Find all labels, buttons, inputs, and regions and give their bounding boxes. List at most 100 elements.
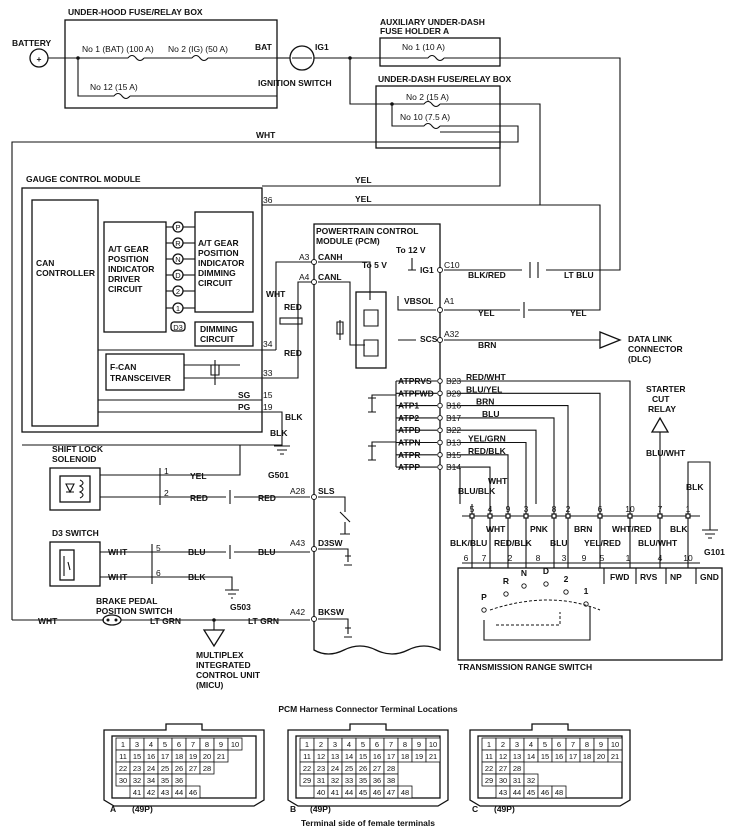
connector-pin: 5 xyxy=(361,740,365,749)
connector-pin: 22 xyxy=(303,764,311,773)
micu-label-3: CONTROL UNIT xyxy=(196,670,261,680)
connector-pin: 15 xyxy=(541,752,549,761)
connector-pin: 2 xyxy=(319,740,323,749)
micu-label-4: (MICU) xyxy=(196,680,224,690)
driver-label-1: A/T GEAR xyxy=(108,244,149,254)
connector-pin: 31 xyxy=(513,776,521,785)
connector-pin: 3 xyxy=(515,740,519,749)
trs-bottom-pin: 10 xyxy=(683,553,693,563)
battery: + BATTERY xyxy=(12,38,52,68)
fuse-ig-label: No 2 (IG) (50 A) xyxy=(168,44,228,54)
trs-contact-fwd: FWD xyxy=(610,572,629,582)
gear-lamp-label: P xyxy=(175,223,180,232)
trs-bottom-pin: 7 xyxy=(482,553,487,563)
wire-ltgrn-2: LT GRN xyxy=(248,616,279,626)
wire-yel-1: YEL xyxy=(355,175,372,185)
gcm-pin-33: 33 xyxy=(263,368,273,378)
g101-label: G101 xyxy=(704,547,725,557)
fuse-bat-label: No 1 (BAT) (100 A) xyxy=(82,44,154,54)
connector-pin: 48 xyxy=(401,788,409,797)
starter-label-2: CUT xyxy=(652,394,670,404)
pcm-label-2: MODULE (PCM) xyxy=(316,236,380,246)
connector-pin: 28 xyxy=(203,764,211,773)
wire-blk-g101: BLK xyxy=(686,482,704,492)
connector-pin: 24 xyxy=(331,764,339,773)
trs-gear-contact xyxy=(481,607,487,613)
connector-pin: 26 xyxy=(175,764,183,773)
under-hood-fuse-relay-box: UNDER-HOOD FUSE/RELAY BOX No 1 (BAT) (10… xyxy=(64,7,278,109)
pcm-module: POWERTRAIN CONTROL MODULE (PCM) A3 CANH … xyxy=(290,223,461,655)
dlc-label-2: CONNECTOR xyxy=(628,344,683,354)
connector-b-label: B xyxy=(290,804,296,814)
connector-pin: 27 xyxy=(499,764,507,773)
pcm-label-1: POWERTRAIN CONTROL xyxy=(316,226,418,236)
wire-wht-brake: WHT xyxy=(38,616,58,626)
brake-label-1: BRAKE PEDAL xyxy=(96,596,157,606)
shiftlock-pin-2: 2 xyxy=(164,488,169,498)
connector-pin: 17 xyxy=(161,752,169,761)
trs-gear-label: N xyxy=(521,568,527,578)
brake-pedal-position-switch: BRAKE PEDAL POSITION SWITCH WHT LT GRN L… xyxy=(12,596,310,626)
g503-label: G503 xyxy=(230,602,251,612)
starter-label-3: RELAY xyxy=(648,404,676,414)
atp-wire-label: BRN xyxy=(476,397,494,407)
connector-pin: 43 xyxy=(161,788,169,797)
micu: MULTIPLEX INTEGRATED CONTROL UNIT (MICU) xyxy=(196,620,261,690)
wire-wht-atp: WHT xyxy=(488,476,508,486)
data-link-connector: DATA LINK CONNECTOR (DLC) xyxy=(599,331,683,364)
connector-pin: 8 xyxy=(205,740,209,749)
connector-pin: 16 xyxy=(373,752,381,761)
wire-bluwht-relay: BLU/WHT xyxy=(646,448,686,458)
connector-pin: 19 xyxy=(189,752,197,761)
pcm-canh-label: CANH xyxy=(318,252,343,262)
pcm-d3sw-label: D3SW xyxy=(318,538,344,548)
atp-pin xyxy=(437,390,443,397)
connector-pin: 32 xyxy=(331,776,339,785)
micu-label-2: INTEGRATED xyxy=(196,660,251,670)
connector-pin: 19 xyxy=(415,752,423,761)
wire-yel-vbsol-2: YEL xyxy=(570,308,587,318)
g501-label: G501 xyxy=(268,470,289,480)
connector-pin: 18 xyxy=(175,752,183,761)
connector-pin: 6 xyxy=(557,740,561,749)
connector-pin: 7 xyxy=(389,740,393,749)
connector-pin: 36 xyxy=(373,776,381,785)
wire-blublk: BLU/BLK xyxy=(458,486,496,496)
connector-pin: 35 xyxy=(359,776,367,785)
gcm-pin-34: 34 xyxy=(263,339,273,349)
connector-pin: 28 xyxy=(387,764,395,773)
wire-blkred: BLK/RED xyxy=(468,270,506,280)
shiftlock-label-2: SOLENOID xyxy=(52,454,96,464)
connector-pin: 21 xyxy=(217,752,225,761)
svg-text:+: + xyxy=(37,54,42,64)
wire-ltgrn-1: LT GRN xyxy=(150,616,181,626)
connector-pin: 1 xyxy=(121,740,125,749)
starter-cut-relay: STARTER CUT RELAY BLU/WHT xyxy=(646,384,686,504)
pcm-canl-label: CANL xyxy=(318,272,342,282)
wire-wht-top: WHT xyxy=(256,130,276,140)
dim-label-4: DIMMING xyxy=(198,268,236,278)
connector-pin: 9 xyxy=(219,740,223,749)
connector-pin: 10 xyxy=(231,740,239,749)
trs-gear-contact xyxy=(543,581,549,587)
connector-pin: 45 xyxy=(359,788,367,797)
connector-pin: 9 xyxy=(599,740,603,749)
connector-pin: 20 xyxy=(597,752,605,761)
connector-pin: 42 xyxy=(147,788,155,797)
battery-label: BATTERY xyxy=(12,38,52,48)
connector-pin: 4 xyxy=(149,740,153,749)
connector-pin: 32 xyxy=(133,776,141,785)
d3-pin-5: 5 xyxy=(156,543,161,553)
atp-pin xyxy=(437,464,443,470)
trs-wire-pnk: PNK xyxy=(530,524,549,534)
connector-pin: 11 xyxy=(485,752,493,761)
fcan-label-2: TRANSCEIVER xyxy=(110,373,171,383)
trs-bottom-pin: 6 xyxy=(464,553,469,563)
atp-wire-label: RED/WHT xyxy=(466,372,506,382)
atp-wire-label: YEL/GRN xyxy=(468,434,506,444)
